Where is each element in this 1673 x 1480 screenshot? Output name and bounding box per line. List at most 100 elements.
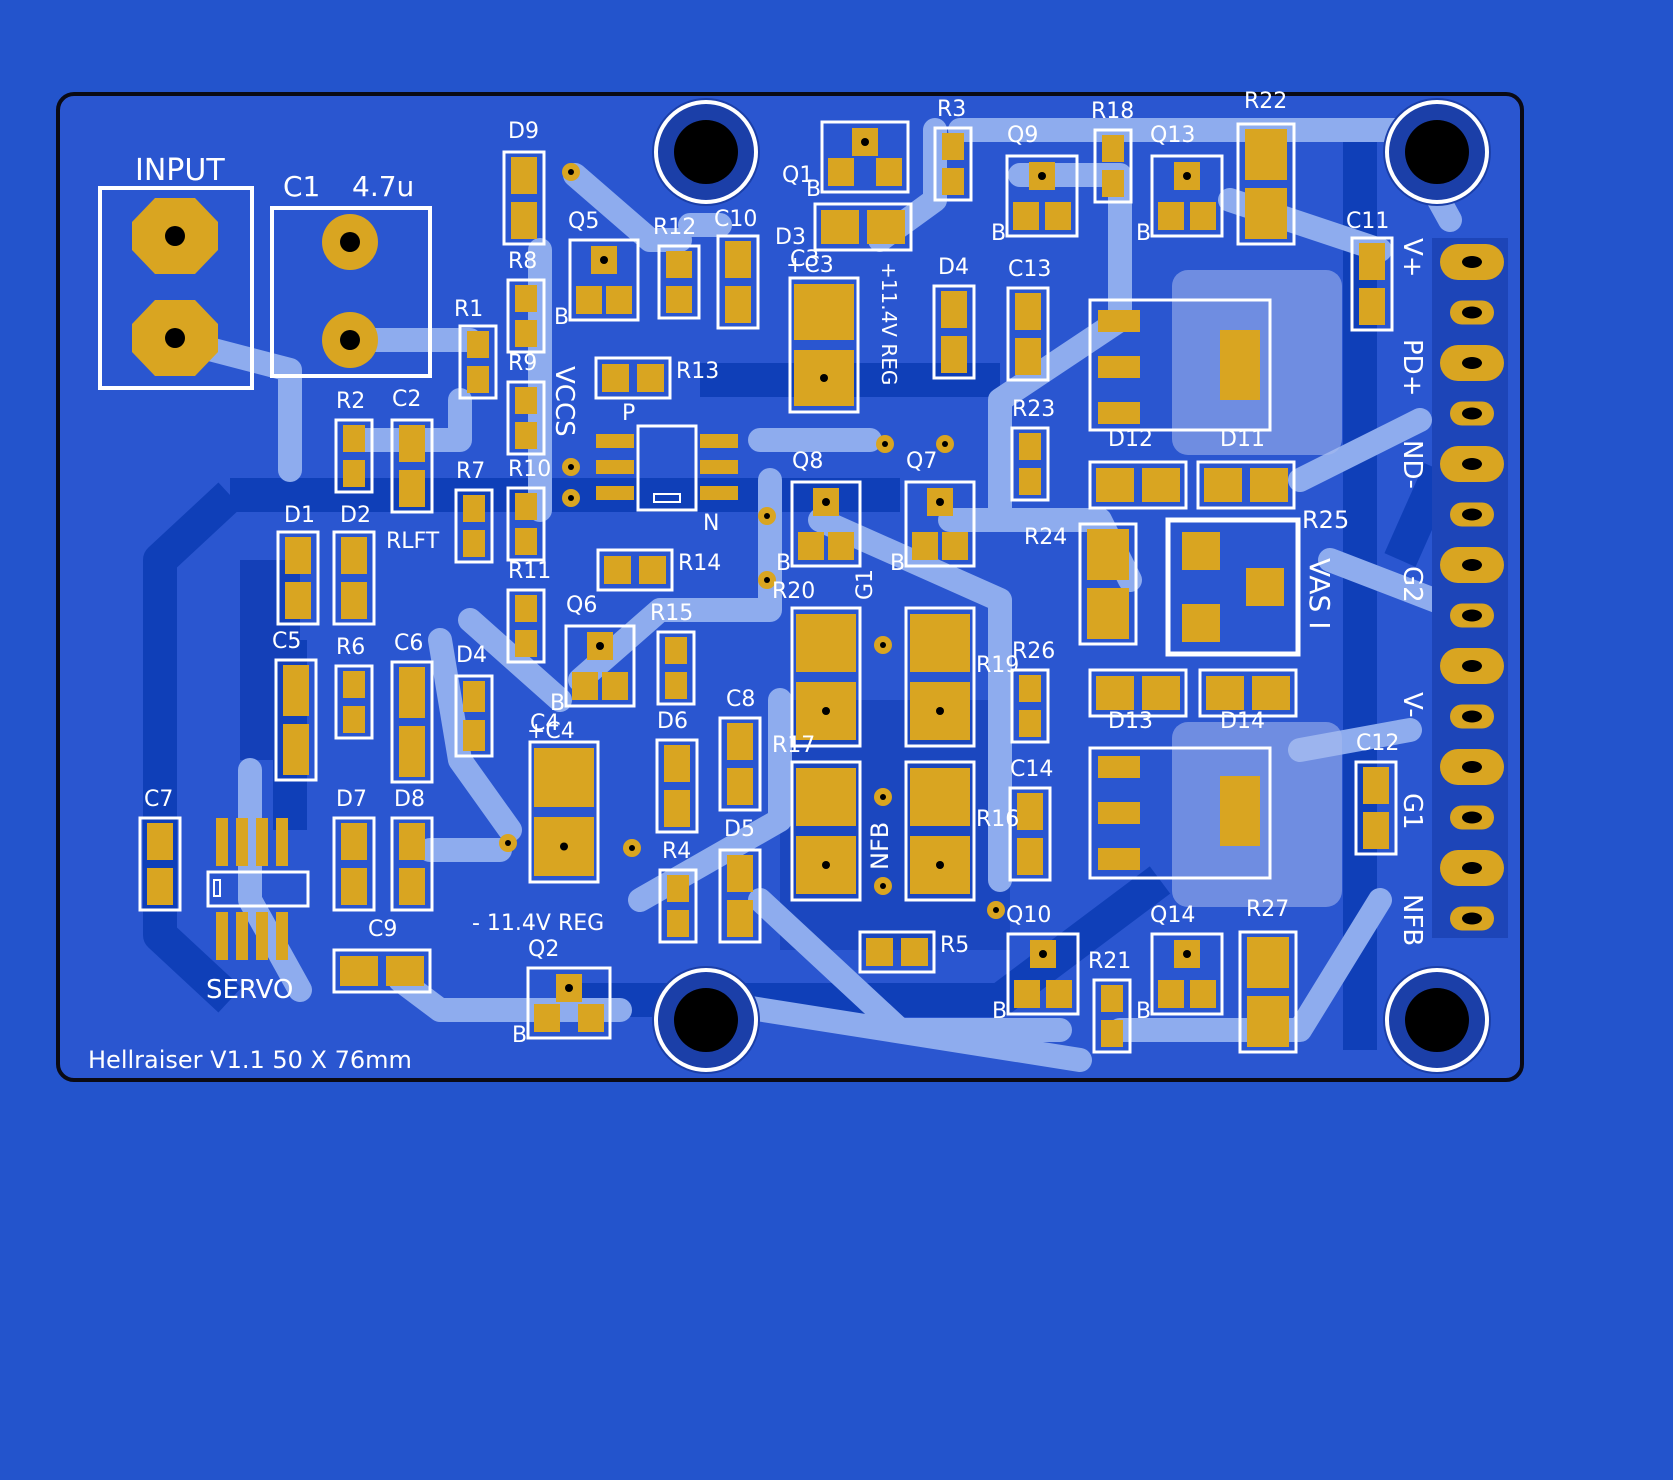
component-c7 [138, 816, 182, 912]
designator-d1: D1 [284, 503, 315, 528]
component-r7 [454, 488, 494, 564]
designator-r23: R23 [1012, 397, 1055, 422]
designator-q10: Q10 [1006, 903, 1051, 928]
designator-r12: R12 [653, 215, 696, 240]
designator-c11: C11 [1346, 209, 1389, 234]
designator-r2: R2 [336, 389, 365, 414]
component-q8 [790, 480, 862, 568]
p-label: P [622, 401, 635, 426]
base-marker: B [512, 1023, 527, 1048]
component-c6 [390, 660, 434, 784]
mounting-holes [652, 98, 1491, 1074]
component-r23 [1010, 426, 1050, 502]
designator-d9: D9 [508, 119, 539, 144]
designator-d12: D12 [1108, 427, 1153, 452]
input-label: INPUT [135, 153, 225, 188]
component-r1 [458, 324, 498, 400]
pin-label-0: V+ [1397, 238, 1427, 278]
designator-r4: R4 [662, 839, 691, 864]
designator-d4: D4 [938, 255, 969, 280]
vas-pads [1182, 532, 1284, 642]
c1-value-label: 4.7u [352, 170, 414, 203]
designator-c3: C3 [790, 247, 819, 272]
base-marker: B [554, 305, 569, 330]
q3-q4-dual [596, 424, 738, 512]
designator-c10: C10 [714, 207, 757, 232]
via-holes [505, 169, 999, 913]
designator-r14: R14 [678, 551, 721, 576]
g1-mid-label: G1 [853, 569, 878, 600]
base-marker: B [991, 221, 1006, 246]
component-r18 [1093, 128, 1133, 204]
component-r13 [594, 356, 672, 400]
designator-c13: C13 [1008, 257, 1051, 282]
component-r9 [506, 380, 546, 456]
designator-d8: D8 [394, 787, 425, 812]
input-connector [98, 186, 254, 390]
n-label: N [703, 511, 719, 536]
q12-transistor [1088, 746, 1272, 880]
designator-d4: D4 [456, 643, 487, 668]
designator-r7: R7 [456, 459, 485, 484]
designator-q14: Q14 [1150, 903, 1195, 928]
component-d4 [454, 674, 494, 758]
base-marker: B [806, 177, 821, 202]
component-q14 [1150, 932, 1224, 1016]
designator-r25: R25 [1302, 506, 1349, 534]
component-d14 [1198, 668, 1298, 718]
component-q7 [904, 480, 976, 568]
component-c10 [716, 234, 760, 330]
vccs-label: VCCS [549, 366, 579, 437]
designator-d7: D7 [336, 787, 367, 812]
component-r20 [790, 606, 862, 748]
component-r24 [1078, 522, 1138, 646]
component-q6 [564, 624, 636, 708]
component-c13 [1006, 286, 1050, 382]
component-r14 [596, 548, 674, 592]
board-title: Hellraiser V1.1 50 X 76mm [88, 1046, 412, 1074]
designator-r16: R16 [976, 807, 1019, 832]
component-d6 [655, 738, 699, 834]
component-c8 [718, 716, 762, 812]
component-c2 [390, 418, 434, 514]
component-r12 [657, 244, 701, 320]
designator-r1: R1 [454, 297, 483, 322]
pin-label-4: V- [1397, 692, 1427, 718]
designator-q8: Q8 [792, 449, 823, 474]
component-q13 [1150, 154, 1224, 238]
component-d5 [718, 848, 762, 944]
component-d13 [1088, 668, 1188, 718]
designator-r22: R22 [1244, 89, 1287, 114]
reg-pos-label: +11.4V REG [877, 262, 901, 385]
base-marker: B [1136, 999, 1151, 1024]
component-r21 [1092, 978, 1132, 1054]
servo-label: SERVO [206, 975, 293, 1005]
rlft-label: RLFT [386, 529, 440, 554]
q11-transistor [1088, 298, 1272, 432]
designator-r9: R9 [508, 351, 537, 376]
designator-r5: R5 [940, 933, 969, 958]
component-q9 [1005, 154, 1079, 238]
designator-r3: R3 [937, 97, 966, 122]
component-r16 [904, 760, 976, 902]
component-r2 [334, 418, 374, 494]
component-q2 [526, 966, 612, 1040]
component-r19 [904, 606, 976, 748]
designator-r15: R15 [650, 601, 693, 626]
base-marker: B [890, 551, 905, 576]
designator-d14: D14 [1220, 709, 1265, 734]
component-r27 [1238, 930, 1298, 1054]
base-marker: B [550, 691, 565, 716]
component-q10 [1006, 932, 1080, 1016]
component-r17 [790, 760, 862, 902]
designator-c8: C8 [726, 687, 755, 712]
vas-i-label: VAS I [1303, 558, 1336, 629]
designator-c4: C4 [530, 711, 559, 736]
designator-r10: R10 [508, 457, 551, 482]
designator-r19: R19 [976, 653, 1019, 678]
designator-c5: C5 [272, 629, 301, 654]
designator-r27: R27 [1246, 897, 1289, 922]
